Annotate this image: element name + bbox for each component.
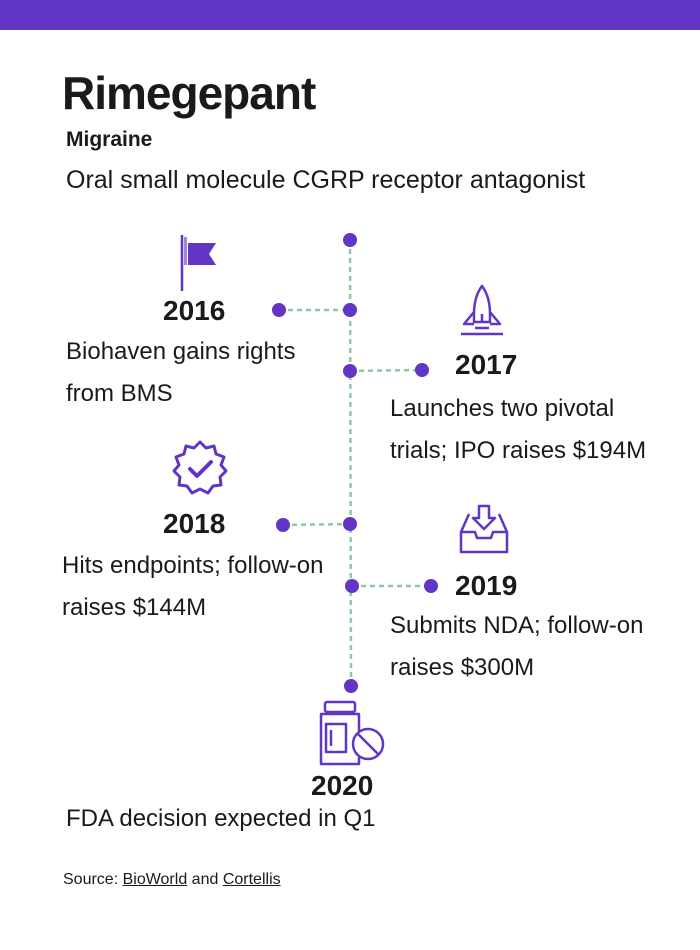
- milestone-year-2020: 2020: [311, 770, 374, 801]
- milestone-text-line: raises $144M: [62, 594, 207, 621]
- page-title: Rimegepant: [62, 67, 316, 119]
- source-citation: Source: BioWorld and Cortellis: [63, 870, 281, 889]
- spine-dot-bottom: [344, 679, 358, 693]
- dot-2018-outer: [276, 518, 290, 532]
- milestone-text-line: Submits NDA; follow-on: [390, 612, 644, 639]
- dot-2019-spine: [345, 579, 359, 593]
- milestone-text-2016: Biohaven gains rights from BMS: [66, 331, 295, 415]
- milestone-year-2017: 2017: [455, 349, 518, 380]
- drug-description: Oral small molecule CGRP receptor antago…: [66, 166, 586, 194]
- rocket-icon: [461, 284, 503, 336]
- milestone-text-2017: Launches two pivotal trials; IPO raises …: [390, 388, 646, 472]
- source-and: and: [191, 871, 219, 888]
- milestone-text-line: raises $300M: [390, 654, 535, 681]
- dot-2016-spine: [343, 303, 357, 317]
- dot-2016-outer: [272, 303, 286, 317]
- source-link-bioworld[interactable]: BioWorld: [122, 871, 188, 888]
- dot-2017-spine: [343, 364, 357, 378]
- indication-label: Migraine: [66, 128, 153, 151]
- milestone-text-line: trials; IPO raises $194M: [390, 437, 647, 464]
- pill-bottle-icon: [319, 700, 385, 766]
- flag-icon: [180, 235, 216, 291]
- milestone-year-2016: 2016: [163, 295, 226, 326]
- spine-dot-top: [343, 233, 357, 247]
- dot-2017-outer: [415, 363, 429, 377]
- inbox-download-icon: [459, 504, 509, 554]
- milestone-text-2020: FDA decision expected in Q1: [66, 805, 376, 832]
- milestone-text-line: Launches two pivotal: [390, 395, 615, 422]
- connector-2017: [349, 368, 423, 373]
- connector-2018: [282, 522, 351, 527]
- source-link-cortellis[interactable]: Cortellis: [222, 871, 281, 888]
- milestone-text-2018: Hits endpoints; follow-on raises $144M: [62, 545, 323, 629]
- verified-badge-icon: [172, 440, 228, 495]
- milestone-year-2018: 2018: [163, 508, 226, 539]
- milestone-text-line: Biohaven gains rights: [66, 338, 296, 365]
- dot-2019-outer: [424, 579, 438, 593]
- milestone-text-line: Hits endpoints; follow-on: [62, 552, 324, 579]
- milestone-year-2019: 2019: [455, 570, 518, 601]
- milestone-text-2019: Submits NDA; follow-on raises $300M: [390, 605, 643, 689]
- milestone-text-line: from BMS: [66, 380, 173, 407]
- top-accent-bar: [0, 0, 700, 30]
- source-prefix: Source:: [63, 871, 119, 888]
- dot-2018-spine: [343, 517, 357, 531]
